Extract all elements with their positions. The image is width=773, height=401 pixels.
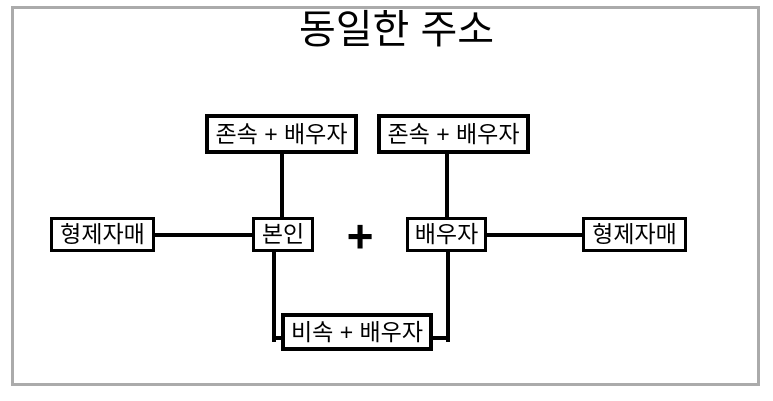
connector-stub-right-descendant	[430, 336, 450, 340]
node-label: 배우자	[414, 221, 479, 247]
connector-spouse-to-sibling-right	[487, 233, 582, 237]
connector-self-to-descendant	[272, 250, 276, 342]
node-siblings-right: 형제자매	[582, 217, 687, 252]
node-label: 형제자매	[592, 221, 677, 247]
node-descendant-plus-spouse: 비속 + 배우자	[281, 313, 433, 351]
connector-ancestor-right-to-spouse	[445, 150, 449, 218]
node-spouse: 배우자	[406, 217, 487, 252]
connector-ancestor-left-to-self	[280, 150, 284, 218]
node-label: 존속 + 배우자	[215, 120, 348, 147]
node-ancestor-plus-spouse-left: 존속 + 배우자	[205, 114, 358, 154]
node-ancestor-plus-spouse-right: 존속 + 배우자	[377, 114, 530, 154]
node-label: 존속 + 배우자	[387, 120, 520, 147]
node-self: 본인	[252, 217, 314, 252]
diagram-title: 동일한 주소	[298, 8, 495, 52]
plus-sign: +	[346, 210, 374, 262]
node-label: 본인	[261, 221, 305, 247]
node-label: 비속 + 배우자	[290, 318, 423, 345]
node-label: 형제자매	[60, 221, 145, 247]
connector-sibling-left-to-self	[155, 233, 252, 237]
connector-stub-left-descendant	[272, 336, 285, 340]
node-siblings-left: 형제자매	[50, 217, 155, 252]
connector-spouse-to-descendant	[446, 250, 450, 342]
